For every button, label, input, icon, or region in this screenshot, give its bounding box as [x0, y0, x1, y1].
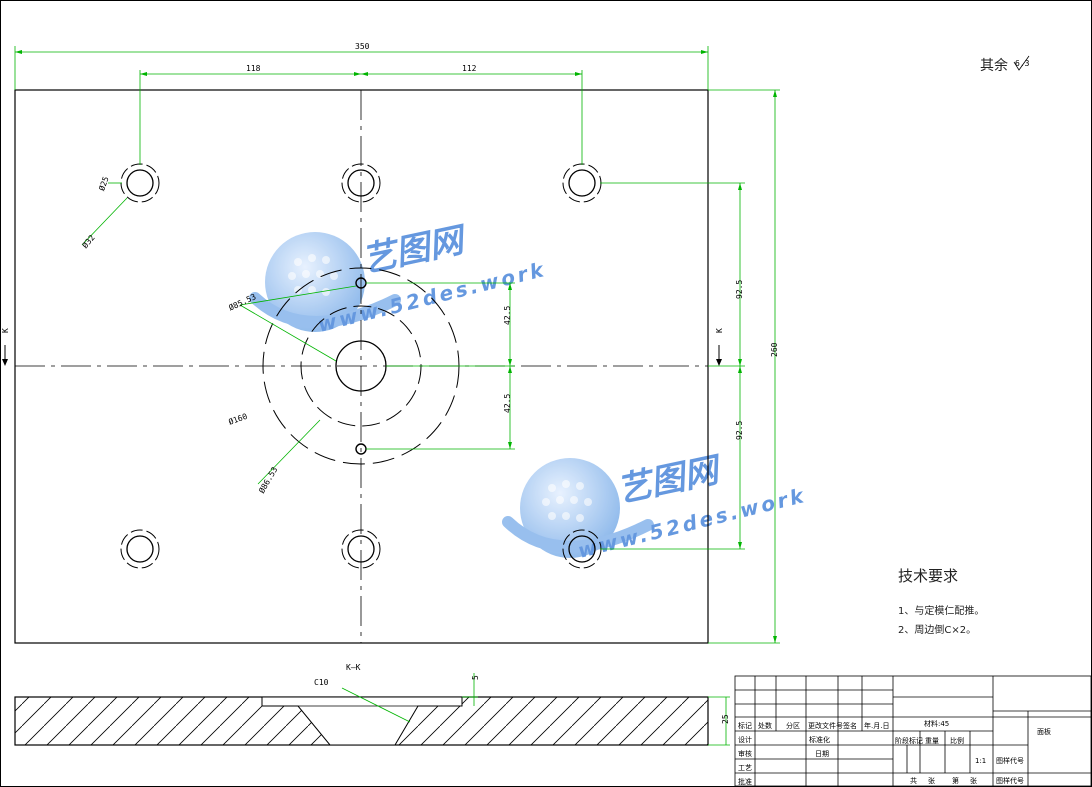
- dim-pitch-right: 112: [462, 64, 477, 73]
- title-block-text: 标记 处数 分区 更改文件号 签名 年.月.日 设计 审核 工艺 批准 标准化 …: [738, 719, 1051, 786]
- scale-value: 1:1: [975, 757, 986, 765]
- dim-hole-dia: Ø25: [96, 175, 110, 192]
- dim-vertical-upper: 92.5: [735, 280, 744, 299]
- svg-text:处数: 处数: [758, 721, 772, 730]
- svg-text:比例: 比例: [950, 736, 964, 745]
- svg-text:张: 张: [970, 776, 977, 785]
- dimension-lines: [14, 46, 780, 644]
- svg-text:批准: 批准: [738, 777, 752, 786]
- tech-title: 技术要求: [898, 567, 958, 585]
- dim-vertical-lower: 92.5: [735, 421, 744, 440]
- dim-pin-bcd: Ø85.53: [227, 291, 258, 312]
- svg-text:日期: 日期: [815, 750, 829, 758]
- dim-offset-lower: 42.5: [503, 394, 512, 413]
- hole-top-left: [120, 163, 160, 203]
- dimension-arrows: [15, 50, 777, 643]
- svg-text:张: 张: [928, 776, 935, 785]
- svg-text:第: 第: [952, 776, 959, 785]
- svg-text:标记: 标记: [738, 721, 752, 730]
- dim-overall-width: 350: [355, 42, 370, 51]
- hole-top-center: [341, 163, 381, 203]
- svg-text:年.月.日: 年.月.日: [864, 721, 889, 730]
- svg-text:K: K: [715, 328, 724, 333]
- dim-outer-pcd: Ø160: [227, 411, 249, 427]
- hole-top-right: [562, 163, 602, 203]
- roughness-label: 其余: [980, 57, 1008, 74]
- dim-inner-pcd: Ø86.53: [256, 465, 279, 495]
- svg-text:重量: 重量: [925, 737, 939, 745]
- tech-item-2: 2、周边倒C×2。: [898, 624, 976, 636]
- svg-text:标准化: 标准化: [809, 735, 830, 744]
- chamfer-label: C10: [314, 678, 329, 687]
- tech-requirements: 技术要求 1、与定模仁配推。 2、周边倒C×2。: [898, 567, 984, 636]
- svg-text:更改文件号: 更改文件号: [808, 721, 843, 730]
- hole-group: [120, 163, 602, 569]
- dim-counterbore-dia: Ø32: [80, 232, 97, 250]
- section-marker-left: K: [1, 328, 10, 366]
- material-label: 材料:45: [924, 719, 949, 728]
- svg-text:K: K: [1, 328, 10, 333]
- svg-text:分区: 分区: [786, 721, 800, 730]
- watermark-2-cn: 艺图网: [614, 449, 727, 510]
- svg-text:签名: 签名: [843, 721, 857, 730]
- watermark-2: 艺图网 www.52des.work: [502, 449, 809, 563]
- svg-text:共: 共: [910, 776, 917, 785]
- roughness-value: 6.3: [1015, 59, 1030, 68]
- dim-thickness: 25: [721, 714, 730, 724]
- surface-roughness: 其余 6.3: [980, 55, 1030, 74]
- hole-bottom-left: [120, 529, 160, 569]
- watermark-1-cn: 艺图网: [359, 219, 472, 280]
- svg-text:审核: 审核: [738, 749, 752, 758]
- svg-text:图样代号: 图样代号: [996, 756, 1024, 765]
- svg-text:设计: 设计: [738, 735, 752, 744]
- part-name: 面板: [1037, 727, 1051, 736]
- title-block: [734, 675, 1092, 787]
- dim-pitch-left: 118: [246, 64, 261, 73]
- tech-item-1: 1、与定模仁配推。: [898, 604, 984, 617]
- plate-outline: [14, 89, 709, 644]
- svg-text:图样代号: 图样代号: [996, 776, 1024, 785]
- svg-text:阶段标记: 阶段标记: [895, 736, 923, 745]
- section-marker-right: K: [715, 328, 724, 366]
- hole-bottom-center: [341, 529, 381, 569]
- dim-overall-height: 260: [770, 342, 779, 357]
- svg-text:工艺: 工艺: [738, 764, 752, 772]
- section-title: K—K: [346, 663, 361, 672]
- dim-offset-upper: 42.5: [503, 306, 512, 325]
- groove-depth: 5: [471, 675, 480, 680]
